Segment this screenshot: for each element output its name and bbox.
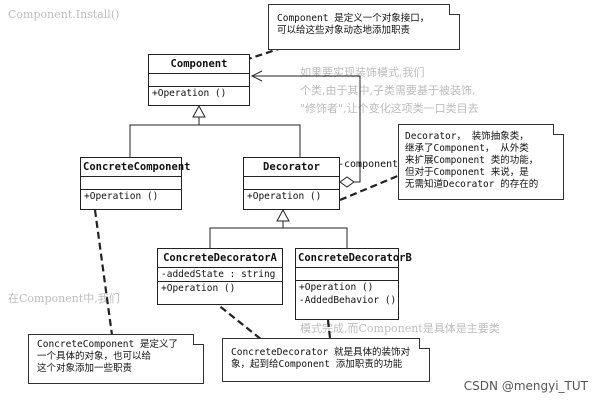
note-fold <box>419 338 430 349</box>
operations-section: +Operation () <box>244 190 339 203</box>
note-fold <box>553 124 564 135</box>
concrete-decorator-b-class: ConcreteDecoratorB +Operation () -AddedB… <box>295 248 412 320</box>
inheritance-arrow <box>192 104 206 118</box>
class-name: ConcreteDecoratorB <box>296 249 412 268</box>
note-line: 一个具体的对象，也可以给 <box>37 350 152 362</box>
background-text: 个类,由于其中,子类需要基于被装饰, <box>300 84 476 97</box>
operation: +Operation () <box>299 282 374 293</box>
concrete-decorator-note: ConcreteDecorator 就是具体的装饰对 象，起到给Componen… <box>222 338 430 382</box>
note-line: 无需知道Decorator 的存在的 <box>405 178 539 190</box>
background-text: 模式完成,而Component是具体是主要类 <box>300 322 500 335</box>
note-line: ConcreteComponent 是定义了 <box>37 339 178 350</box>
note-line: 这个对象添加一些职责 <box>37 362 133 374</box>
operation: -AddedBehavior () <box>299 295 397 306</box>
note-line: 象，起到给Component 添加职责的功能 <box>231 358 403 370</box>
component-note: Component 是定义一个对象接口， 可以给这些对象动态地添加职责 <box>268 4 460 50</box>
concrete-component-class: ConcreteComponent +Operation () <box>80 157 190 210</box>
background-text: "修饰者",让个变化这项类一口类目去 <box>300 102 479 115</box>
class-name: ConcreteComponent <box>81 158 190 177</box>
component-class: Component +Operation () <box>148 54 250 106</box>
attributes-section <box>244 177 339 190</box>
inheritance-line <box>129 124 301 157</box>
concrete-component-note: ConcreteComponent 是定义了 一个具体的对象，也可以给 这个对象… <box>28 334 204 384</box>
operations-section: +Operation () <box>81 190 181 203</box>
note-line: Decorator， 装饰抽象类， <box>405 131 529 142</box>
decorator-class: Decorator +Operation () <box>243 157 340 210</box>
watermark: CSDN @mengyi_TUT <box>463 379 588 393</box>
note-fold <box>449 4 460 15</box>
operation: +Operation () <box>152 88 227 99</box>
concrete-decorator-a-class: ConcreteDecoratorA -addedState : string … <box>157 248 283 305</box>
inheritance-arrow <box>276 208 290 222</box>
aggregation-arrowhead <box>250 70 263 82</box>
note-line: 但对于Component 来说，是 <box>405 166 529 178</box>
note-connector <box>211 299 263 341</box>
attributes-section <box>81 177 181 190</box>
attributes-section <box>296 268 398 281</box>
note-line: 来扩展Component 类的功能， <box>405 154 539 166</box>
note-line: ConcreteDecorator 就是具体的装饰对 <box>231 347 410 358</box>
note-fold <box>193 334 204 345</box>
attributes-section: -addedState : string <box>158 268 282 282</box>
attribute: -addedState : string <box>161 269 276 280</box>
operation: +Operation () <box>247 191 322 202</box>
operations-section: +Operation () <box>149 87 249 100</box>
operation: +Operation () <box>161 283 236 294</box>
class-name: Decorator <box>244 158 339 177</box>
note-line: 可以给这些对象动态地添加职责 <box>277 24 411 36</box>
class-name: ConcreteDecoratorA <box>158 249 282 268</box>
class-name: Component <box>149 55 249 74</box>
note-line: Component 是定义一个对象接口， <box>277 13 430 24</box>
background-text: 在Component中,我们 <box>8 292 120 305</box>
decorator-note: Decorator， 装饰抽象类， 继承了Component， 从外类 来扩展C… <box>398 124 564 200</box>
note-connector <box>93 209 114 336</box>
association-label: -component <box>338 159 399 170</box>
operation: +Operation () <box>84 191 159 202</box>
attributes-section <box>149 74 249 87</box>
note-connector <box>326 319 332 339</box>
operations-section: +Operation () <box>158 282 282 295</box>
note-line: 继承了Component， 从外类 <box>405 142 529 154</box>
background-text: Component.Install() <box>8 8 120 21</box>
inheritance-line <box>209 227 348 248</box>
operations-section: +Operation () -AddedBehavior () <box>296 281 398 307</box>
aggregation-diamond <box>339 176 355 188</box>
